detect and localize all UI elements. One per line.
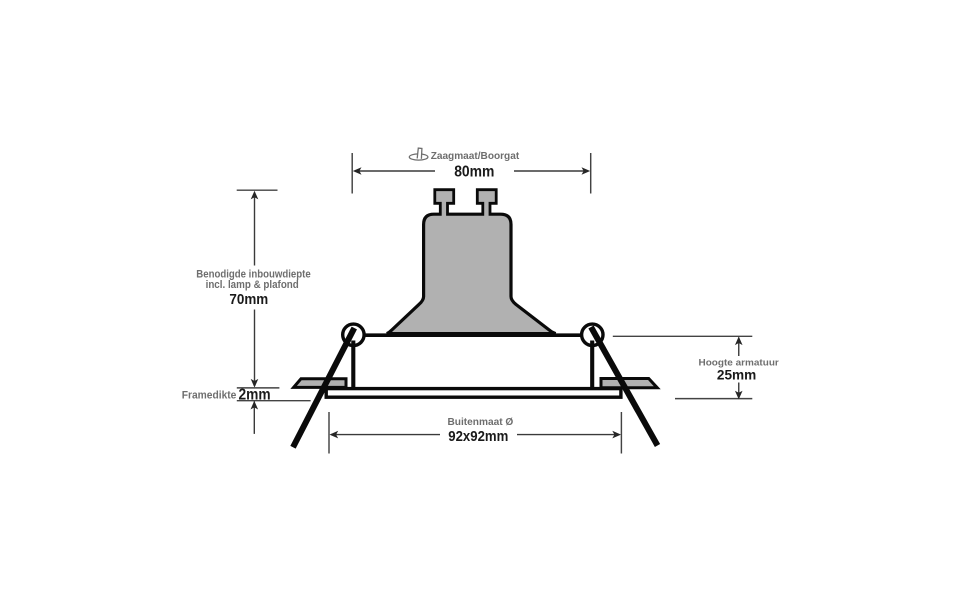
svg-text:Buitenmaat Ø: Buitenmaat Ø <box>448 417 514 428</box>
svg-text:incl. lamp & plafond: incl. lamp & plafond <box>206 279 299 291</box>
svg-text:80mm: 80mm <box>454 164 494 181</box>
svg-text:25mm: 25mm <box>717 367 756 382</box>
svg-text:Framedikte: Framedikte <box>182 390 237 402</box>
svg-text:Hoogte armatuur: Hoogte armatuur <box>699 358 780 369</box>
svg-text:2mm: 2mm <box>239 387 271 404</box>
svg-text:Benodigde inbouwdiepte: Benodigde inbouwdiepte <box>196 269 310 281</box>
svg-text:70mm: 70mm <box>229 292 268 308</box>
svg-text:92x92mm: 92x92mm <box>448 429 508 445</box>
svg-text:Zaagmaat/Boorgat: Zaagmaat/Boorgat <box>431 151 520 162</box>
